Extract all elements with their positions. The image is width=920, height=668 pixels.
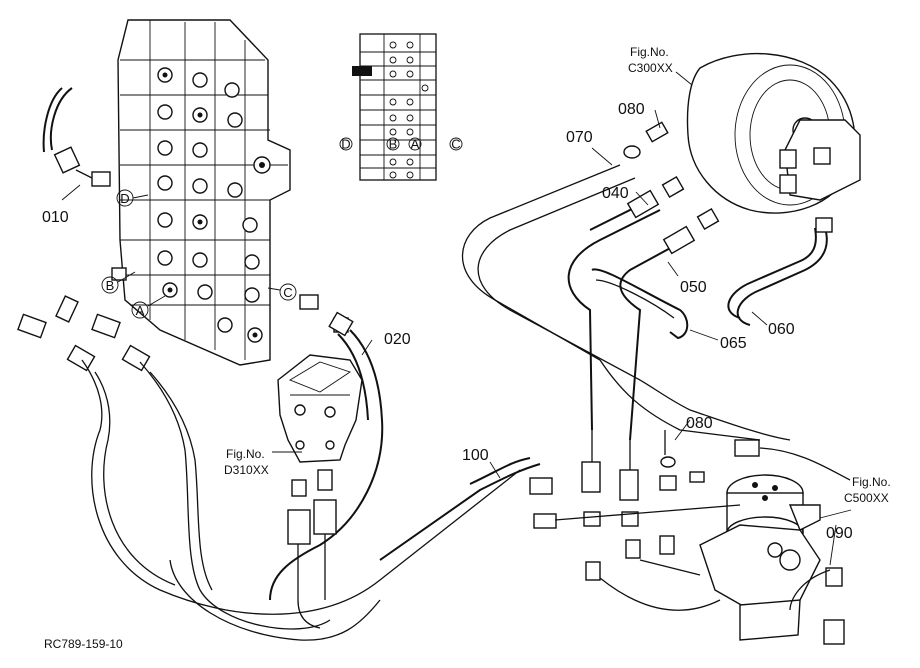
- part-label-100: 100: [462, 447, 489, 464]
- svg-text:Fig.No.: Fig.No.: [852, 475, 891, 489]
- clamp-065: [591, 268, 689, 340]
- port-label-a: A: [131, 295, 166, 319]
- part-label-065: 065: [720, 335, 747, 352]
- port-label-b: B: [101, 271, 136, 294]
- svg-text:C500XX: C500XX: [844, 491, 889, 505]
- hose-020: [269, 311, 384, 601]
- part-label-040: 040: [602, 185, 629, 202]
- hose-060: [727, 217, 833, 326]
- leader-lines: [61, 71, 852, 566]
- svg-text:Fig.No.: Fig.No.: [226, 447, 265, 461]
- schematic-port-d: D: [339, 137, 353, 152]
- hose-100: [379, 457, 553, 561]
- hose-bundle-left: [81, 359, 521, 641]
- figref-d310: Fig.No. D310XX: [224, 447, 269, 477]
- swivel-fittings: [533, 359, 851, 611]
- figref-c300: Fig.No. C300XX: [628, 45, 673, 75]
- hose-010: [42, 87, 111, 187]
- control-valve-assembly: [117, 19, 291, 366]
- port-label-c: C: [267, 283, 297, 301]
- part-label-070: 070: [566, 129, 593, 146]
- svg-text:B: B: [389, 137, 398, 152]
- travel-motor: [686, 53, 861, 214]
- part-label-060: 060: [768, 321, 795, 338]
- svg-text:D310XX: D310XX: [224, 463, 269, 477]
- svg-text:A: A: [411, 137, 420, 152]
- part-label-010: 010: [42, 209, 69, 226]
- svg-text:B: B: [106, 278, 115, 293]
- pilot-valve: [277, 354, 363, 629]
- svg-text:D: D: [120, 191, 129, 206]
- svg-text:C: C: [283, 285, 292, 300]
- part-label-050: 050: [680, 279, 707, 296]
- svg-text:Fig.No.: Fig.No.: [630, 45, 669, 59]
- part-label-080-top: 080: [618, 101, 645, 118]
- hose-040-050: [567, 121, 720, 441]
- swivel-joint: [699, 474, 845, 645]
- port-schematic: D B A C: [339, 33, 463, 181]
- svg-text:C: C: [451, 137, 460, 152]
- svg-text:D: D: [341, 137, 350, 152]
- drawing-code: RC789-159-10: [44, 637, 123, 651]
- part-label-020: 020: [384, 331, 411, 348]
- svg-text:A: A: [136, 303, 145, 318]
- hose-070: [461, 164, 691, 411]
- part-label-080-bottom: 080: [686, 415, 713, 432]
- schematic-port-c: C: [449, 137, 463, 152]
- schematic-port-b: B: [386, 137, 400, 152]
- schematic-port-a: A: [408, 137, 422, 152]
- port-label-d: D: [116, 189, 149, 207]
- svg-text:C300XX: C300XX: [628, 61, 673, 75]
- figref-c500: Fig.No. C500XX: [844, 475, 891, 505]
- part-label-090: 090: [826, 525, 853, 542]
